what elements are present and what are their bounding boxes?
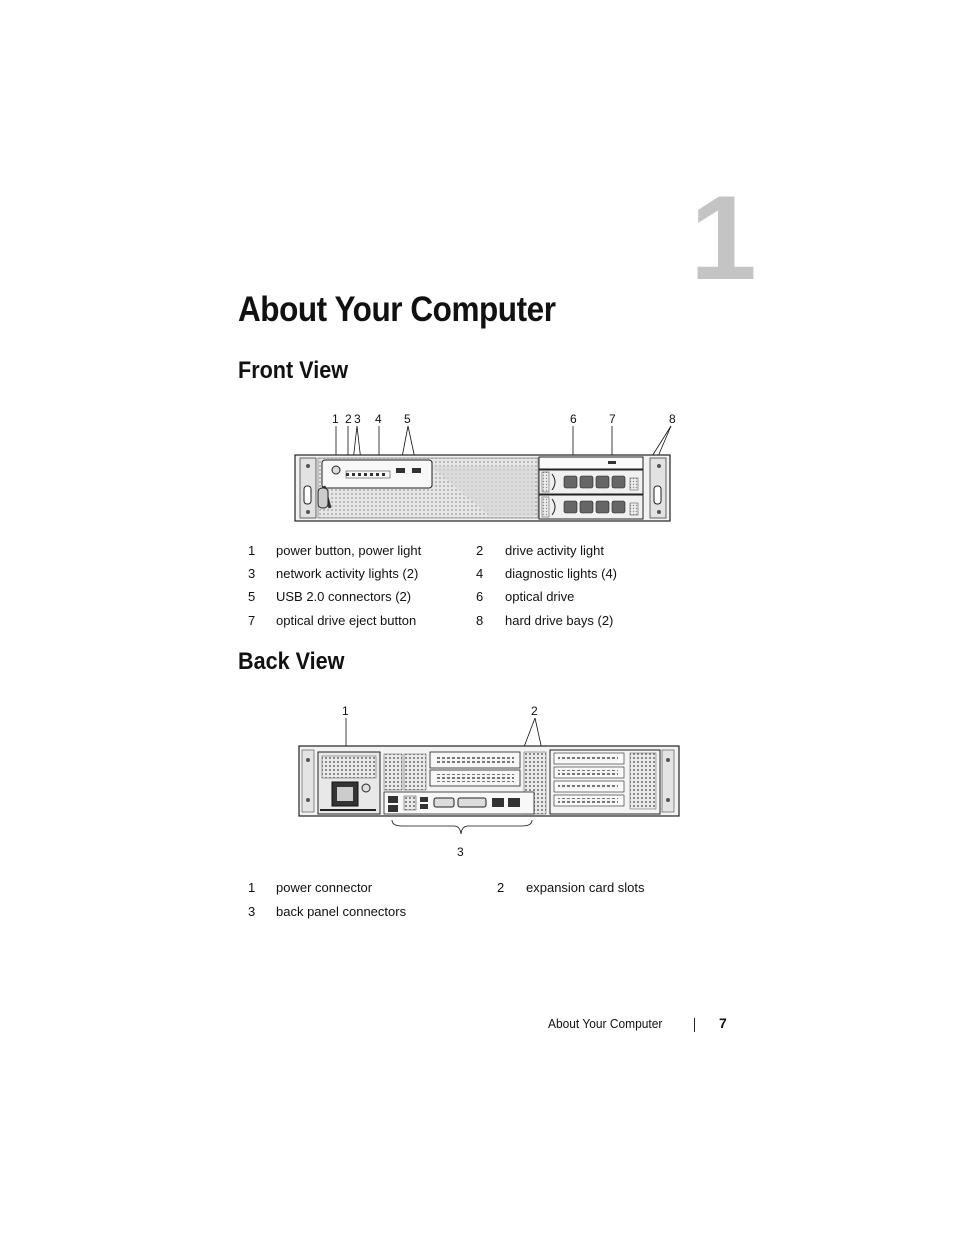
front-item-text: optical drive [505,589,575,604]
back-callout-3: 3 [457,845,464,859]
front-item-num: 1 [248,543,256,558]
front-item-num: 6 [476,589,484,604]
back-item-num: 2 [497,880,505,895]
front-view-illustration: 1 2 3 4 5 6 7 8 [290,408,680,528]
back-callout-1: 1 [342,704,349,718]
front-callout-4: 4 [375,412,382,426]
front-item-num: 2 [476,543,484,558]
front-item-text: optical drive eject button [276,613,417,628]
back-item-text: back panel connectors [276,904,407,919]
front-item-text: USB 2.0 connectors (2) [276,589,412,604]
front-callout-6: 6 [570,412,577,426]
front-callout-3: 3 [354,412,361,426]
back-item-text: expansion card slots [526,880,645,895]
front-item-text: network activity lights (2) [276,566,419,581]
front-item-num: 3 [248,566,256,581]
front-callout-5: 5 [404,412,411,426]
back-item-num: 1 [248,880,256,895]
back-view-heading: Back View [238,648,345,675]
front-item-text: diagnostic lights (4) [505,566,617,581]
back-item-text: power connector [276,880,373,895]
back-view-illustration: 1 2 3 [296,700,686,865]
front-item-num: 5 [248,589,256,604]
front-callout-7: 7 [609,412,616,426]
front-item-text: power button, power light [276,543,422,558]
footer-title: About Your Computer [548,1016,663,1031]
chapter-number: 1 [690,171,757,305]
front-callout-2: 2 [345,412,352,426]
front-view-heading: Front View [238,357,349,384]
back-item-num: 3 [248,904,256,919]
front-item-text: drive activity light [505,543,604,558]
chapter-title: About Your Computer [238,290,556,329]
front-callout-8: 8 [669,412,676,426]
front-item-num: 8 [476,613,484,628]
front-item-text: hard drive bays (2) [505,613,614,628]
front-item-num: 7 [248,613,256,628]
front-item-num: 4 [476,566,484,581]
back-callout-2: 2 [531,704,538,718]
front-callout-1: 1 [332,412,339,426]
footer-divider [694,1018,695,1032]
page-number: 7 [719,1015,727,1031]
